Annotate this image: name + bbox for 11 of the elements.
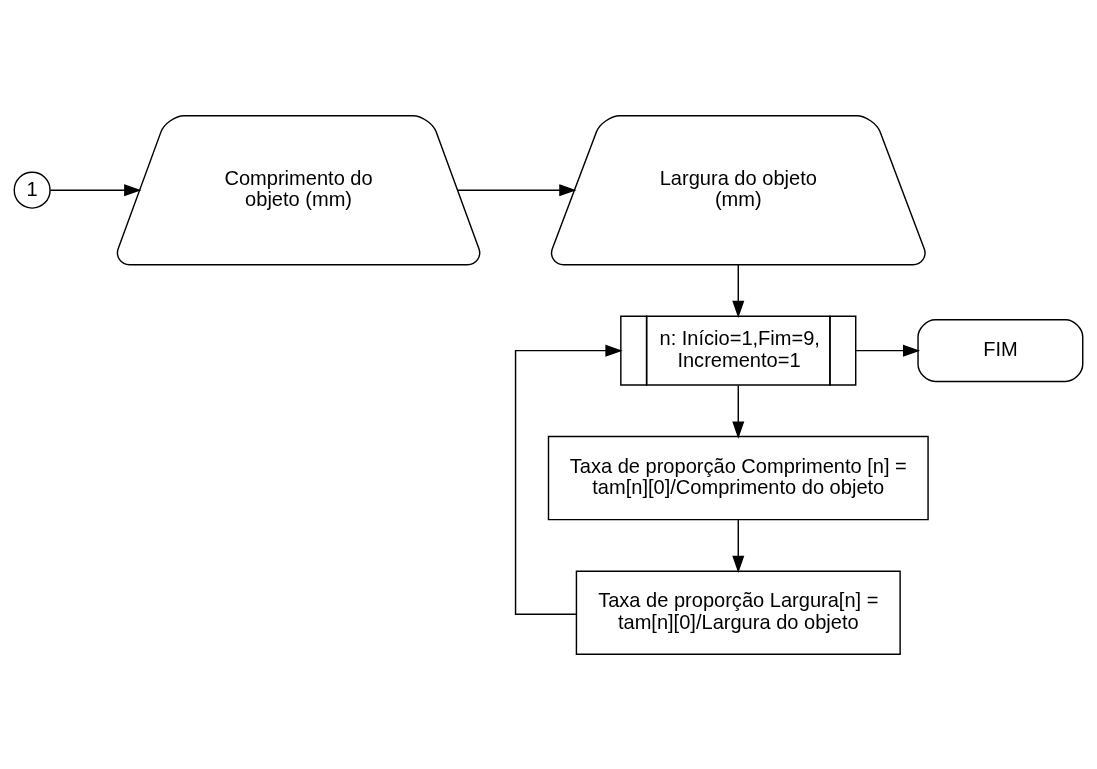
arrow: [49, 183, 142, 196]
arrow: [732, 384, 745, 439]
node-circle: 1: [13, 171, 51, 209]
node-box: Taxa de proporção Largura[n] = tam[n][0]/Largura do objeto: [575, 570, 901, 655]
arrow: [732, 263, 745, 318]
node-box: Taxa de proporção Comprimento [n] = tam[n][0]/Comprimento do objeto: [547, 435, 929, 520]
node-box: FIM: [917, 318, 1084, 382]
arrow: [457, 183, 577, 196]
arrow: [855, 344, 921, 357]
arrow: [514, 344, 623, 615]
arrow: [732, 518, 745, 573]
